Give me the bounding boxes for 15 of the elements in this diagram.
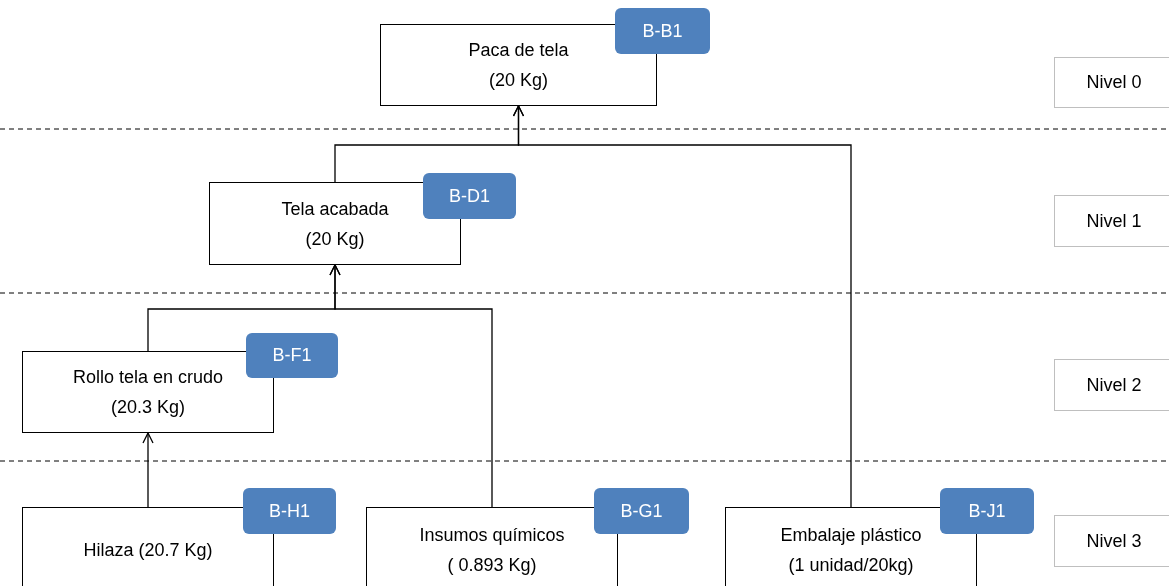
component-box: Insumos químicos ( 0.893 Kg) — [366, 507, 618, 586]
code-tag: B-D1 — [423, 173, 516, 219]
code-tag: B-G1 — [594, 488, 689, 534]
level-box: Nivel 2 — [1054, 359, 1169, 411]
code-tag: B-B1 — [615, 8, 710, 54]
code-tag: B-J1 — [940, 488, 1034, 534]
level-box: Nivel 1 — [1054, 195, 1169, 247]
arrow — [512, 105, 852, 508]
component-box: Rollo tela en crudo (20.3 Kg) — [22, 351, 274, 433]
code-tag: B-F1 — [246, 333, 338, 378]
arrow — [329, 264, 493, 508]
level-box: Nivel 0 — [1054, 57, 1169, 108]
level-box: Nivel 3 — [1054, 515, 1169, 567]
code-tag: B-H1 — [243, 488, 336, 534]
arrow — [142, 432, 154, 508]
